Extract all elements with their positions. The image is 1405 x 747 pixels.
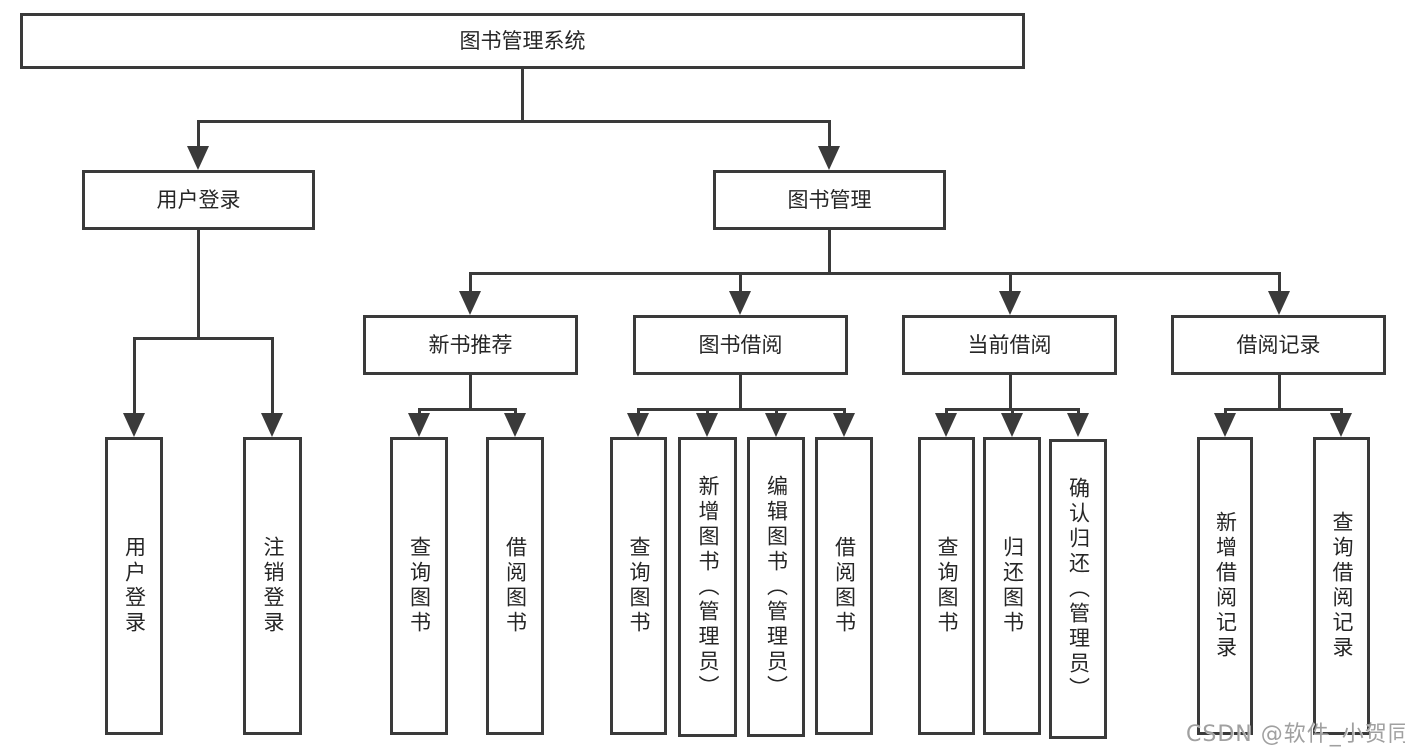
node-book-borrowing-label: 图书借阅: [698, 332, 783, 357]
leaf-add-borrow-record: 新增借阅记录: [1197, 437, 1253, 735]
arrow-down-icon: [765, 413, 787, 437]
arrow-down-icon: [696, 413, 718, 437]
connector-user-login-trunk: [197, 230, 200, 337]
connector-stem-user-login: [197, 120, 200, 150]
connector-stem: [418, 408, 421, 416]
leaf-confirm-return-admin-label: 确认归还（管理员）: [1066, 476, 1091, 702]
node-borrowing-records-label: 借阅记录: [1236, 332, 1321, 357]
arrow-down-icon: [123, 413, 145, 437]
connector-stem: [706, 408, 709, 416]
leaf-query-borrow-record: 查询借阅记录: [1313, 437, 1370, 735]
arrow-down-icon: [261, 413, 283, 437]
leaf-return-books: 归还图书: [983, 437, 1041, 735]
connector-stem-leaf-user-login: [133, 337, 136, 417]
node-user-login-label: 用户登录: [156, 187, 241, 212]
connector-new-book-crossbar: [418, 408, 516, 411]
leaf-add-books-admin-label: 新增图书（管理员）: [696, 474, 720, 700]
leaf-query-books-label: 查询图书: [935, 536, 959, 636]
connector-stem: [514, 408, 517, 416]
node-current-borrowing-label: 当前借阅: [967, 332, 1052, 357]
connector-borrowing-records-crossbar: [1224, 408, 1342, 411]
connector-stem: [843, 408, 846, 416]
leaf-borrow-books-label: 借阅图书: [832, 536, 857, 636]
node-user-login: 用户登录: [82, 170, 315, 230]
node-borrowing-records: 借阅记录: [1171, 315, 1386, 375]
leaf-query-borrow-record-label: 查询借阅记录: [1330, 511, 1354, 661]
connector-stem-borrowing-records: [1278, 272, 1281, 294]
leaf-confirm-return-admin: 确认归还（管理员）: [1049, 439, 1107, 739]
watermark-text: CSDN @软件_小贺同学: [1186, 722, 1405, 747]
arrow-down-icon: [818, 146, 840, 170]
leaf-edit-books-admin: 编辑图书（管理员）: [747, 437, 805, 737]
arrow-down-icon: [1268, 291, 1290, 315]
connector-user-login-crossbar: [133, 337, 274, 340]
arrow-down-icon: [833, 413, 855, 437]
connector-stem: [1077, 408, 1080, 416]
connector-book-management-trunk: [828, 230, 831, 272]
arrow-down-icon: [504, 413, 526, 437]
connector-borrowing-records-trunk: [1278, 375, 1281, 408]
arrow-down-icon: [1214, 413, 1236, 437]
connector-root-crossbar: [197, 120, 830, 123]
arrow-down-icon: [1067, 413, 1089, 437]
arrow-down-icon: [999, 291, 1021, 315]
leaf-query-books-borrowing: 查询图书: [610, 437, 667, 735]
leaf-query-books-recommend: 查询图书: [390, 437, 448, 735]
leaf-query-books-current: 查询图书: [918, 437, 975, 735]
connector-stem: [1340, 408, 1343, 416]
leaf-edit-books-admin-label: 编辑图书（管理员）: [764, 474, 789, 700]
connector-stem: [1011, 408, 1014, 416]
node-library-system: 图书管理系统: [20, 13, 1025, 69]
leaf-borrow-books-label: 借阅图书: [503, 536, 528, 636]
leaf-borrow-books-recommend: 借阅图书: [486, 437, 544, 735]
node-new-book-recommend-label: 新书推荐: [428, 332, 513, 357]
connector-new-book-trunk: [469, 375, 472, 408]
connector-stem: [945, 408, 948, 416]
leaf-add-books-admin: 新增图书（管理员）: [678, 437, 737, 737]
leaf-user-login: 用户登录: [105, 437, 163, 735]
arrow-down-icon: [459, 291, 481, 315]
connector-stem: [637, 408, 640, 416]
leaf-query-books-label: 查询图书: [627, 536, 651, 636]
arrow-down-icon: [408, 413, 430, 437]
arrow-down-icon: [1001, 413, 1023, 437]
connector-stem: [775, 408, 778, 416]
leaf-add-borrow-record-label: 新增借阅记录: [1213, 511, 1238, 661]
leaf-return-books-label: 归还图书: [1000, 536, 1025, 636]
leaf-logout-label: 注销登录: [261, 536, 285, 636]
connector-book-borrowing-trunk: [739, 375, 742, 408]
node-current-borrowing: 当前借阅: [902, 315, 1117, 375]
node-new-book-recommend: 新书推荐: [363, 315, 578, 375]
arrow-down-icon: [1330, 413, 1352, 437]
node-book-borrowing: 图书借阅: [633, 315, 848, 375]
connector-book-borrowing-crossbar: [637, 408, 845, 411]
connector-root-trunk: [521, 69, 524, 120]
connector-stem-book-borrowing: [739, 272, 742, 294]
node-book-management: 图书管理: [713, 170, 946, 230]
connector-stem-book-management: [828, 120, 831, 150]
leaf-logout: 注销登录: [243, 437, 302, 735]
leaf-query-books-label: 查询图书: [407, 536, 432, 636]
connector-current-borrowing-trunk: [1009, 375, 1012, 408]
node-library-system-label: 图书管理系统: [459, 28, 586, 53]
node-book-management-label: 图书管理: [787, 187, 872, 212]
connector-book-management-crossbar: [469, 272, 1280, 275]
connector-stem: [1224, 408, 1227, 416]
arrow-down-icon: [627, 413, 649, 437]
connector-stem-leaf-logout: [271, 337, 274, 417]
leaf-user-login-label: 用户登录: [122, 536, 147, 636]
arrow-down-icon: [935, 413, 957, 437]
leaf-borrow-books-borrowing: 借阅图书: [815, 437, 873, 735]
arrow-down-icon: [187, 146, 209, 170]
connector-stem-new-book: [469, 272, 472, 294]
arrow-down-icon: [729, 291, 751, 315]
connector-stem-current-borrowing: [1009, 272, 1012, 294]
